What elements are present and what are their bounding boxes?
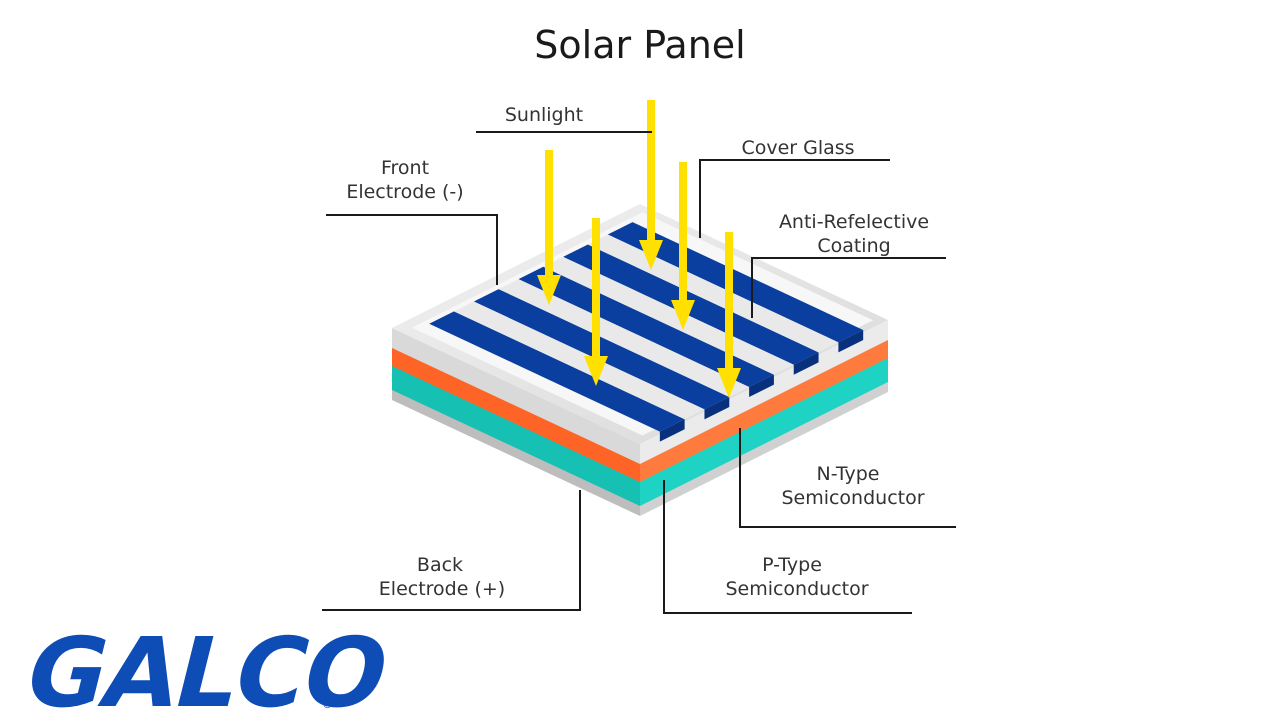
registered-mark: ®	[322, 698, 333, 711]
sunlight-arrow-shaft	[679, 162, 687, 304]
sunlight-arrow-head	[639, 240, 663, 270]
cell-strip	[429, 311, 685, 432]
back-electrode-left-face	[392, 388, 640, 516]
cover-glass-leader	[699, 159, 890, 238]
sunlight-arrow-head	[537, 275, 561, 305]
sunlight-arrow-shaft	[725, 232, 733, 372]
front-electrode-label-line2: Electrode (-)	[346, 181, 463, 203]
cell-strip	[518, 266, 774, 388]
leader-lines	[322, 131, 956, 614]
cell-strip-edge	[793, 352, 819, 375]
sunlight-arrow-shaft	[545, 150, 553, 279]
galco-logo-text: GALCO	[14, 617, 398, 720]
cover-glass-label: Cover Glass	[741, 137, 854, 159]
p-type-label-line1: P-Type	[762, 554, 822, 576]
galco-logo: GALCO	[14, 617, 398, 720]
front-electrode-leader	[326, 214, 498, 285]
cell-strip	[607, 222, 864, 343]
cell-strip-edge	[704, 396, 730, 420]
sunlight-label: Sunlight	[505, 104, 583, 126]
n-type-leader	[739, 428, 956, 528]
anti-reflective-label-line1: Anti-Refelective	[779, 211, 929, 233]
n-type-label-line2: Semiconductor	[781, 487, 924, 509]
cell-strip-edge	[838, 330, 864, 353]
n-type-layer-left	[392, 346, 640, 482]
sunlight-arrow-shaft	[647, 100, 655, 244]
p-type-layer-right	[640, 356, 888, 506]
back-electrode-leader	[322, 490, 581, 611]
solar-panel	[392, 204, 888, 516]
sunlight-arrow-head	[671, 300, 695, 330]
p-type-layer-left	[392, 364, 640, 506]
back-electrode-label-line2: Electrode (+)	[379, 578, 505, 600]
n-type-label-line1: N-Type	[817, 463, 880, 485]
cover-glass-left	[392, 328, 640, 464]
anti-reflective-leader	[751, 257, 946, 318]
n-type-layer-right	[640, 338, 888, 482]
sunlight-arrow-head	[584, 356, 608, 386]
anti-reflective-label-line2: Coating	[817, 235, 890, 257]
back-electrode-right-face	[640, 380, 888, 516]
sunlight-arrow-shaft	[592, 218, 600, 360]
sunlight-arrow-head	[717, 368, 741, 398]
cover-glass-right	[640, 320, 888, 464]
p-type-leader	[663, 480, 912, 614]
page-title: Solar Panel	[534, 23, 745, 67]
sunlight-arrows	[537, 100, 741, 398]
cell-strip-edge	[749, 374, 774, 398]
front-electrode-label-line1: Front	[381, 157, 429, 179]
back-electrode-label-line1: Back	[417, 554, 463, 576]
p-type-label-line2: Semiconductor	[725, 578, 868, 600]
cell-strip	[473, 289, 730, 410]
front-electrode-finger	[454, 301, 705, 420]
cell-strip-edge	[659, 419, 685, 442]
front-electrode-finger	[498, 279, 750, 397]
